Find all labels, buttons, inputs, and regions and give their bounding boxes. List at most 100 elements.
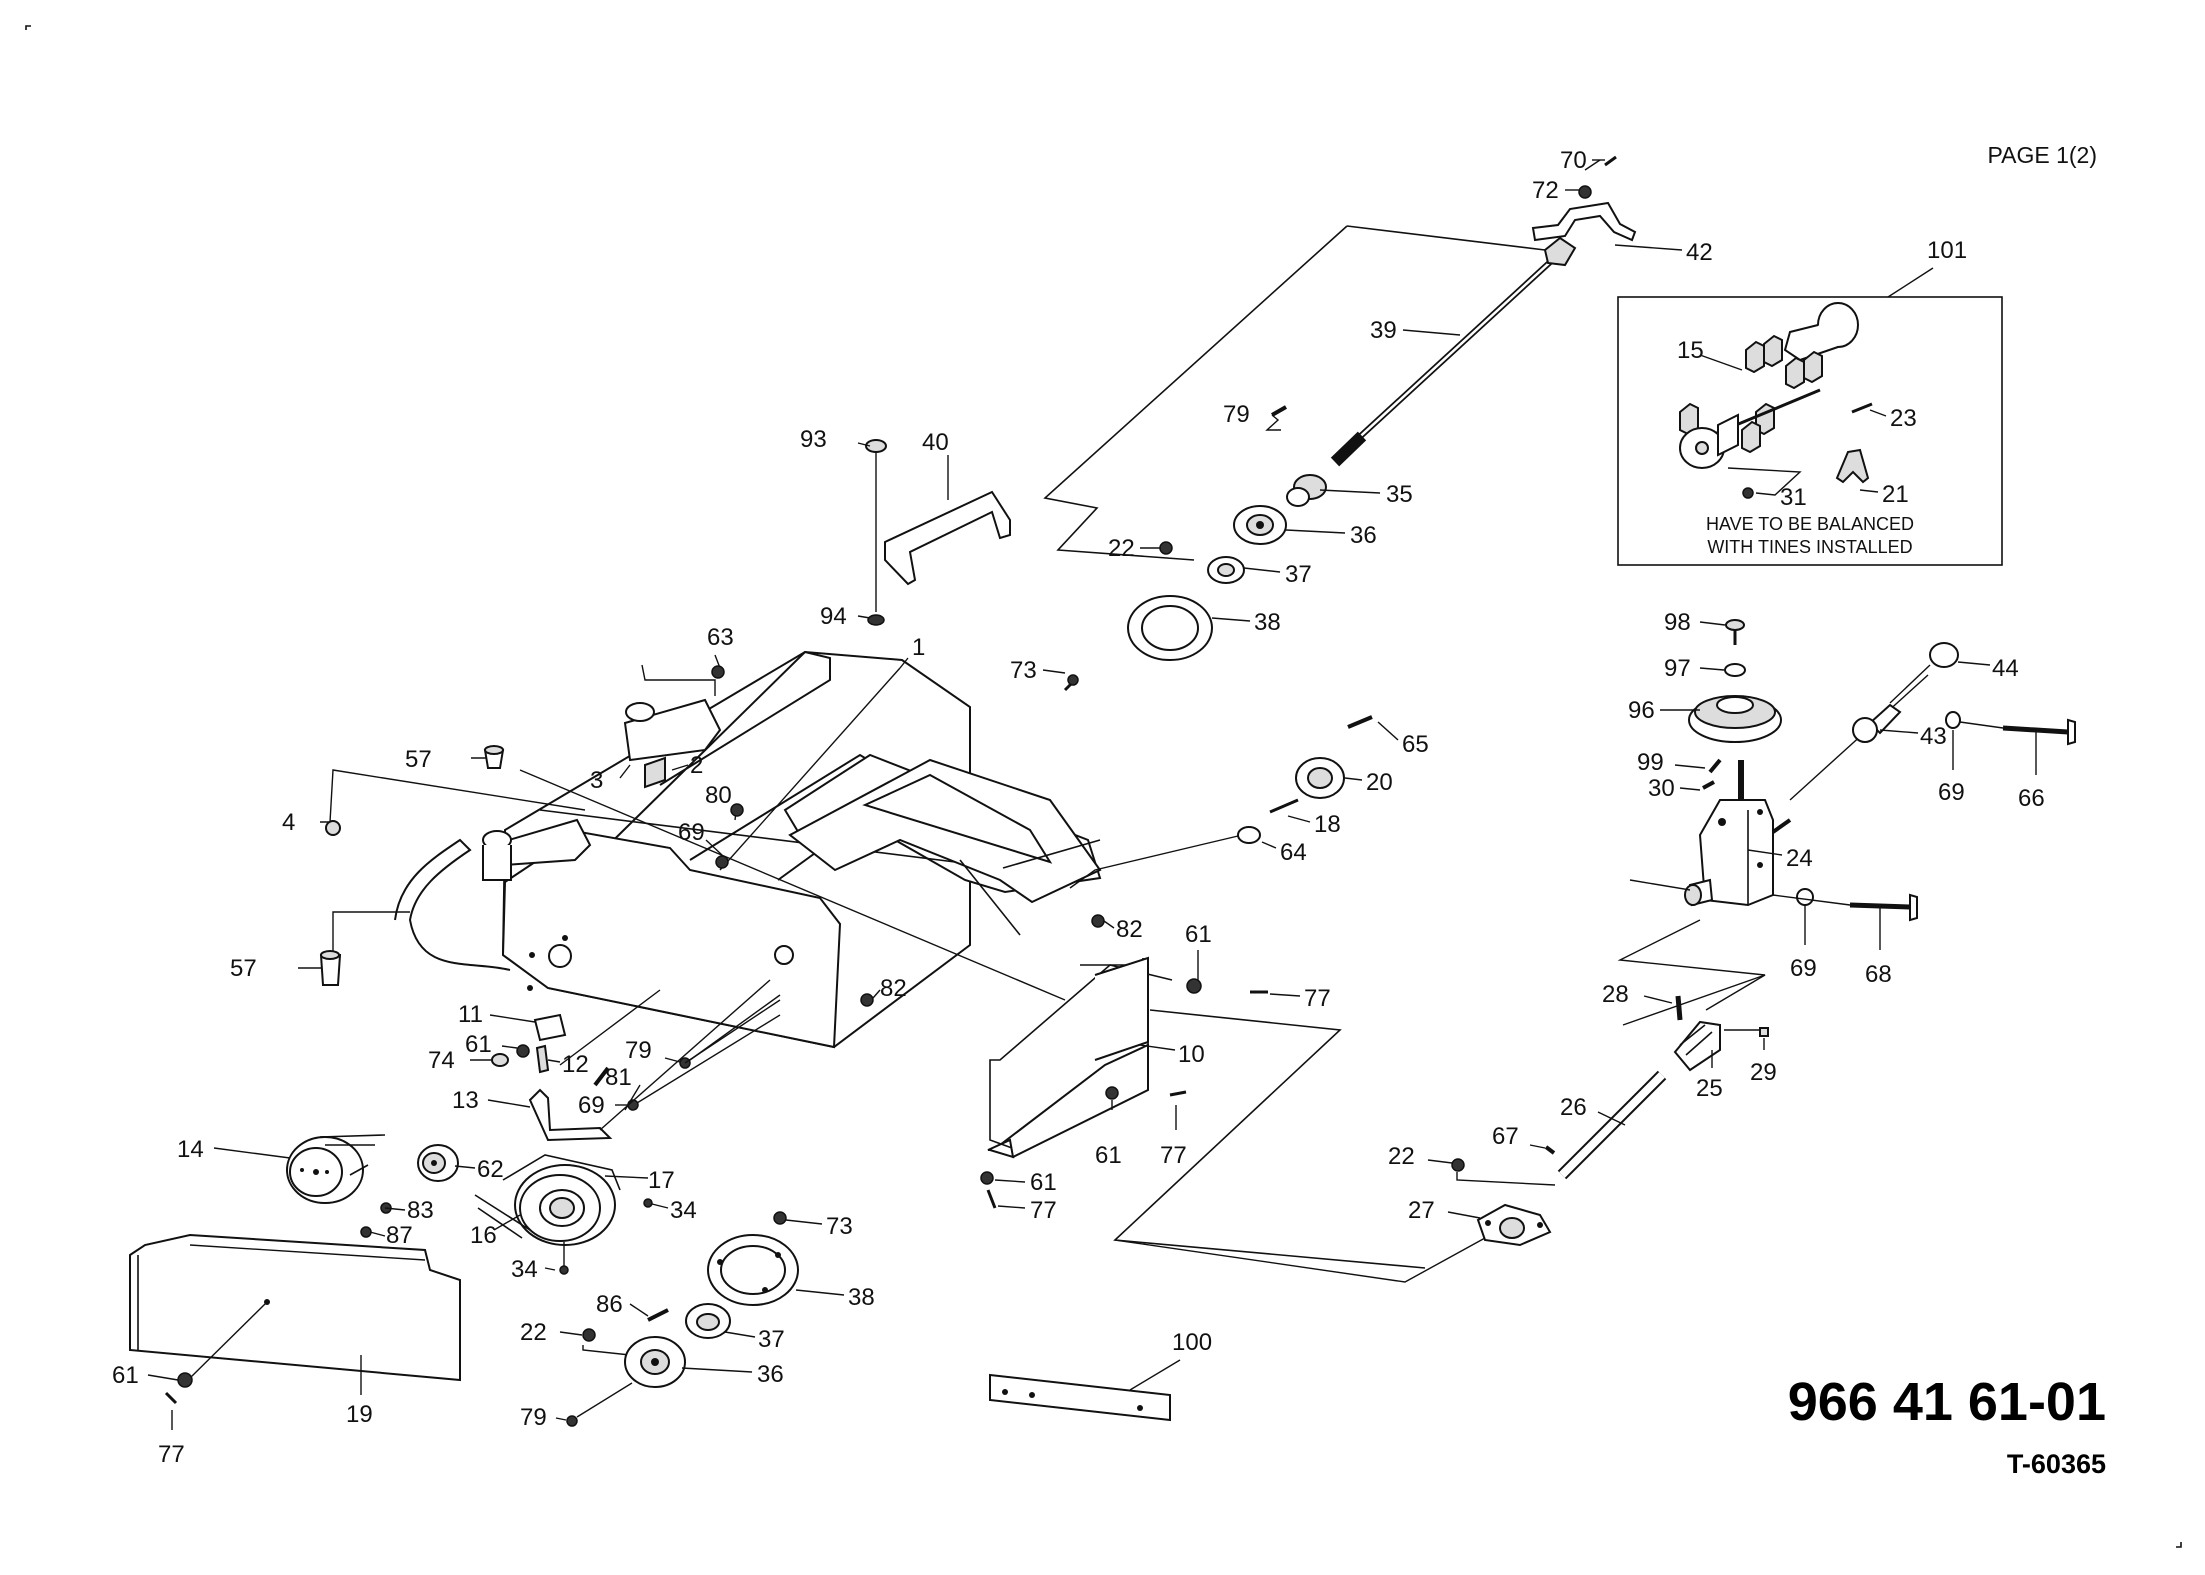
callout-80: 80 (705, 782, 732, 809)
callout-67: 67 (1492, 1123, 1519, 1150)
callout-81: 81 (605, 1064, 632, 1091)
callout-62: 62 (477, 1156, 504, 1183)
callout-64: 64 (1280, 839, 1307, 866)
callout-94: 94 (820, 603, 847, 630)
spline-coupling (1286, 431, 1367, 507)
tension-pulley: 65 20 18 64 82 (1069, 715, 1429, 943)
callout-38-top: 38 (1254, 609, 1281, 636)
callout-79-top: 79 (1223, 401, 1250, 428)
rotor-shaft-assembly (1043, 155, 1637, 692)
shield-cover: 93 40 94 (800, 426, 1011, 630)
callout-37-top: 37 (1285, 561, 1312, 588)
callout-77-plate-top: 77 (1304, 985, 1331, 1012)
corner-mark-bottom-right (2176, 1542, 2182, 1548)
callout-3: 3 (590, 767, 603, 794)
callout-28: 28 (1602, 981, 1629, 1008)
callout-83: 83 (407, 1197, 434, 1224)
scraper-plate: 100 (989, 1329, 1212, 1422)
inset-callout-31: 31 (1780, 484, 1807, 511)
drive-pulley (474, 1154, 621, 1246)
rotor-shaft-callouts: 70 72 42 39 79 35 22 36 37 38 73 (1010, 147, 1713, 684)
callout-79-lower: 79 (520, 1404, 547, 1431)
drive-cluster: 11 74 61 12 79 81 13 69 (177, 979, 781, 1283)
tine-assembly-inset: 101 15 23 31 21 HAVE TO BE BALANCED WITH… (1617, 237, 2003, 566)
callout-61-plate-top: 61 (1185, 921, 1212, 948)
callout-77-plate-mid: 77 (1160, 1142, 1187, 1169)
callout-96: 96 (1628, 697, 1655, 724)
callout-22-right: 22 (1388, 1143, 1415, 1170)
belt-guard: 61 77 19 (112, 1233, 461, 1468)
callout-16: 16 (470, 1222, 497, 1249)
callout-2: 2 (690, 752, 703, 779)
inset-callout-15: 15 (1677, 337, 1704, 364)
callout-40: 40 (922, 429, 949, 456)
housing-callouts: 63 1 57 3 2 4 80 69 57 (230, 624, 925, 986)
callout-4: 4 (282, 809, 295, 836)
callout-79-mid: 79 (625, 1037, 652, 1064)
callout-87: 87 (386, 1222, 413, 1249)
callout-24: 24 (1786, 845, 1813, 872)
callout-36-top: 36 (1350, 522, 1377, 549)
callout-22-lower: 22 (520, 1319, 547, 1346)
callout-29: 29 (1750, 1059, 1777, 1086)
callout-17: 17 (648, 1167, 675, 1194)
callout-36-lower: 36 (757, 1361, 784, 1388)
inset-label-101: 101 (1927, 237, 1967, 264)
callout-77-plate-bottom: 77 (1030, 1197, 1057, 1224)
callout-61-plate-bottom: 61 (1030, 1169, 1057, 1196)
callout-34-bottom: 34 (511, 1256, 538, 1283)
gearbox-assembly: 98 97 96 24 99 30 (1617, 609, 2076, 1026)
callout-98: 98 (1664, 609, 1691, 636)
bearing-flange-upper (1233, 505, 1287, 545)
callout-86: 86 (596, 1291, 623, 1318)
callout-57-top: 57 (405, 746, 432, 773)
callout-42: 42 (1686, 239, 1713, 266)
callout-13: 13 (452, 1087, 479, 1114)
callout-65: 65 (1402, 731, 1429, 758)
callout-39: 39 (1370, 317, 1397, 344)
corner-mark-top-left (25, 25, 31, 30)
callout-99: 99 (1637, 749, 1664, 776)
callout-69-gearbox-top: 69 (1938, 779, 1965, 806)
callout-61-left: 61 (465, 1031, 492, 1058)
small-pulley (417, 1144, 459, 1182)
callout-27: 27 (1408, 1197, 1435, 1224)
inset-note-line2: WITH TINES INSTALLED (1707, 537, 1912, 557)
shaft-bracket (1531, 201, 1637, 242)
callout-77-guard: 77 (158, 1441, 185, 1468)
callout-25: 25 (1696, 1075, 1723, 1102)
callout-69-housing: 69 (678, 819, 705, 846)
callout-14: 14 (177, 1136, 204, 1163)
callout-69-gearbox-bottom: 69 (1790, 955, 1817, 982)
callout-43: 43 (1920, 723, 1947, 750)
part-number: 966 41 61-01 (1788, 1372, 2106, 1432)
bearing-assembly-lower: 73 38 86 37 22 36 79 (520, 1211, 875, 1431)
callout-61-guard: 61 (112, 1362, 139, 1389)
callout-100: 100 (1172, 1329, 1212, 1356)
callout-82-left: 82 (880, 975, 907, 1002)
callout-11: 11 (458, 1001, 483, 1028)
callout-57-bottom: 57 (230, 955, 257, 982)
callout-35: 35 (1386, 481, 1413, 508)
callout-10: 10 (1178, 1041, 1205, 1068)
callout-97: 97 (1664, 655, 1691, 682)
callout-73-lower: 73 (826, 1213, 853, 1240)
callout-12: 12 (562, 1051, 589, 1078)
callout-44: 44 (1992, 655, 2019, 682)
inset-callout-23: 23 (1890, 405, 1917, 432)
callout-70: 70 (1560, 147, 1587, 174)
main-housing (394, 650, 1102, 1049)
tine-pulley (286, 1134, 386, 1204)
callout-66: 66 (2018, 785, 2045, 812)
callout-73-top: 73 (1010, 657, 1037, 684)
bearing-cover-upper (1127, 595, 1213, 661)
drive-shaft-assembly: 28 25 29 26 67 22 27 (1114, 974, 1777, 1283)
callout-93: 93 (800, 426, 827, 453)
callout-74: 74 (428, 1047, 455, 1074)
callout-61-plate-mid: 61 (1095, 1142, 1122, 1169)
side-guard-plate: 61 77 10 61 77 61 77 82 (860, 921, 1426, 1269)
callout-82-right: 82 (1116, 916, 1143, 943)
callout-34-right: 34 (670, 1197, 697, 1224)
drawing-reference: T-60365 (2007, 1449, 2106, 1479)
